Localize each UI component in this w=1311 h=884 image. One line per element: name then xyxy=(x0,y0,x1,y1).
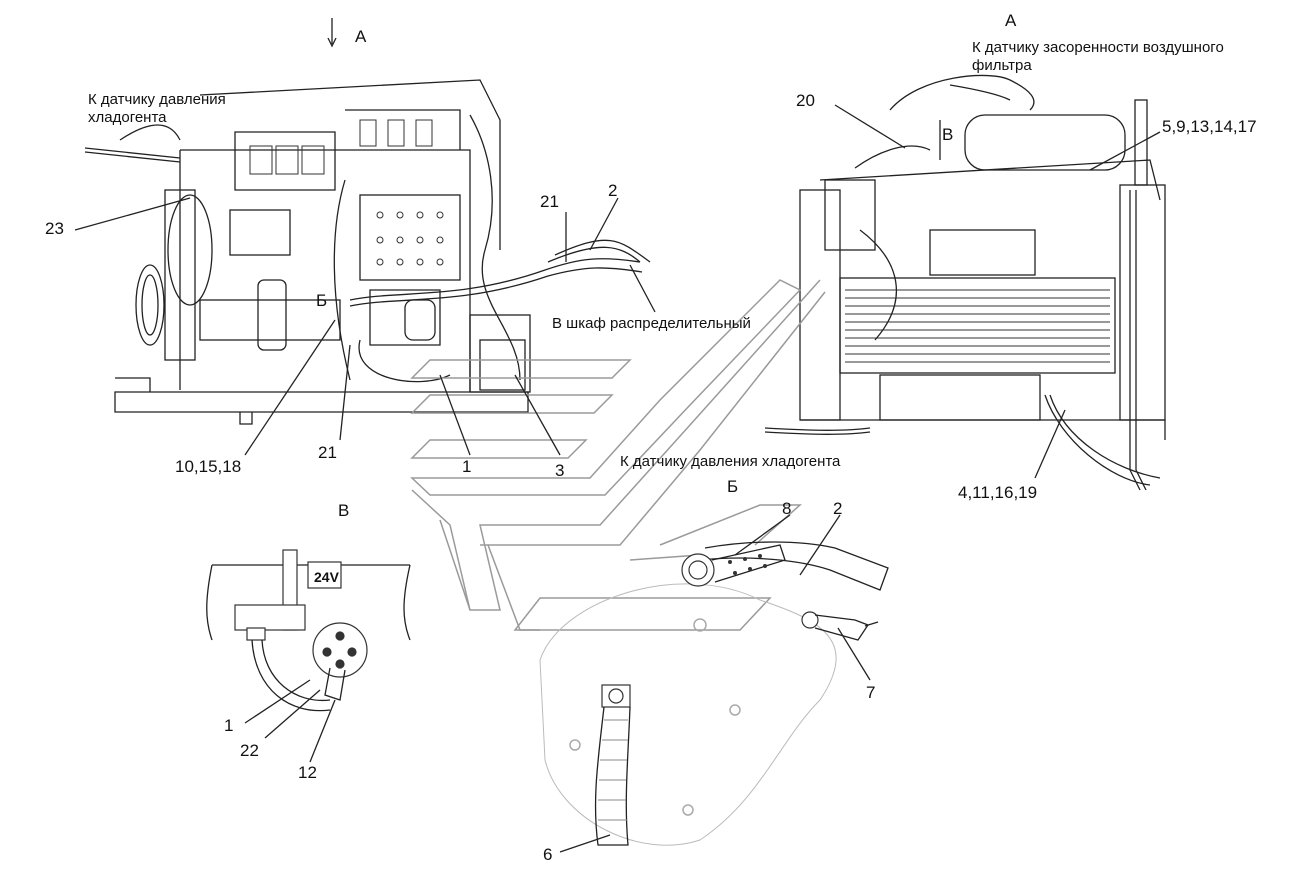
view-label-v-right: В xyxy=(942,125,953,144)
callout-1-v: 1 xyxy=(224,716,233,735)
guide-bands xyxy=(410,279,826,631)
right-engine-view xyxy=(764,74,1166,491)
leader-lines xyxy=(74,18,1161,853)
detail-v-view xyxy=(206,549,411,712)
view-label-a-left: А xyxy=(355,27,367,46)
voltage-tag: 24V xyxy=(314,569,340,585)
callout-21-bottom: 21 xyxy=(318,443,337,462)
note-refrigerant-sensor-left-1: К датчику давления xyxy=(88,91,226,108)
view-label-b-left: Б xyxy=(316,291,327,310)
callout-7: 7 xyxy=(866,683,875,702)
callout-20: 20 xyxy=(796,91,815,110)
callout-12: 12 xyxy=(298,763,317,782)
callout-2-detail: 2 xyxy=(833,499,842,518)
left-engine-view xyxy=(84,79,651,425)
view-label-b-detail: Б xyxy=(727,477,738,496)
callout-6: 6 xyxy=(543,845,552,864)
callout-3: 3 xyxy=(555,461,564,480)
callout-2-top: 2 xyxy=(608,181,617,200)
callout-4-11-16-19: 4,11,16,19 xyxy=(958,483,1037,502)
callout-5-9-13-14-17: 5,9,13,14,17 xyxy=(1162,117,1257,136)
note-air-filter-sensor-1: К датчику засоренности воздушного xyxy=(972,39,1224,56)
view-label-a-right: А xyxy=(1005,11,1017,30)
callout-10-15-18: 10,15,18 xyxy=(175,457,241,476)
note-refrigerant-sensor-left-2: хладогента xyxy=(88,109,167,126)
note-to-cabinet: В шкаф распределительный xyxy=(552,315,751,332)
note-air-filter-sensor-2: фильтра xyxy=(972,57,1032,74)
text-labels: А А Б Б В В К датчику давления хладогент… xyxy=(45,11,1257,864)
callout-23: 23 xyxy=(45,219,64,238)
view-label-v-left: В xyxy=(338,501,349,520)
callout-1-center: 1 xyxy=(462,457,471,476)
callout-8: 8 xyxy=(782,499,791,518)
callout-22: 22 xyxy=(240,741,259,760)
detail-b-view xyxy=(539,541,889,846)
callout-21-top: 21 xyxy=(540,192,559,211)
note-refrigerant-sensor-right: К датчику давления хладогента xyxy=(620,453,841,470)
